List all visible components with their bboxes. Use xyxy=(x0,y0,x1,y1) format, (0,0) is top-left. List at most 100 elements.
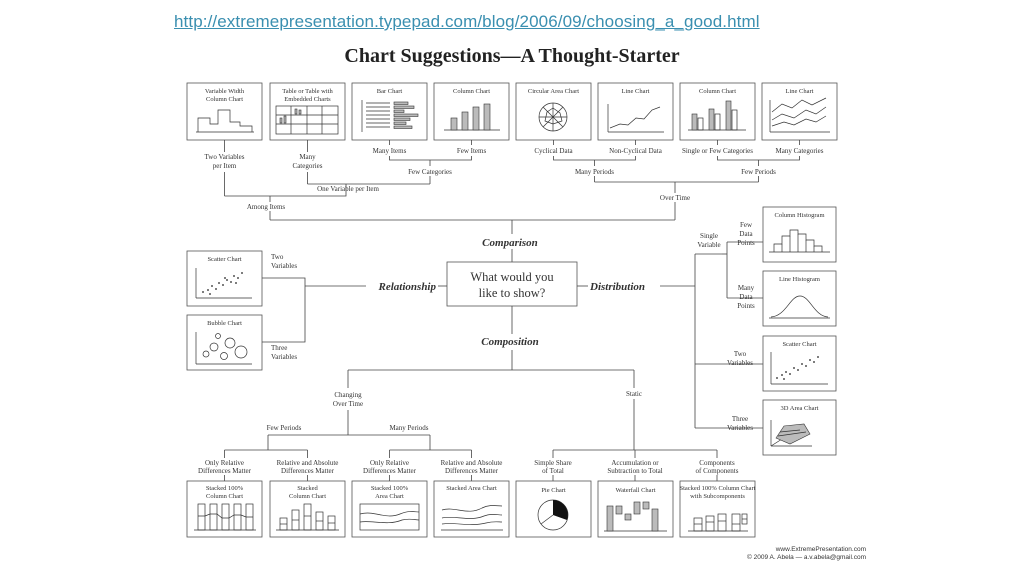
label-changing: Changing xyxy=(334,391,362,399)
composition-label: Relative and Absolute xyxy=(441,459,503,467)
composition-label: of Components xyxy=(696,467,739,475)
composition-label: Simple Share xyxy=(534,459,572,467)
label-variables: Variables xyxy=(271,353,297,361)
scatter-chart-caption: Scatter Chart xyxy=(207,256,241,263)
label-many-periods: Many Periods xyxy=(389,424,428,432)
center-question-line-2: like to show? xyxy=(479,286,546,300)
circular-area-chart-box xyxy=(515,82,592,141)
center-question-line-1: What would you xyxy=(470,270,554,284)
pie-chart-icon xyxy=(537,499,569,531)
label-over-time: Over Time xyxy=(333,400,363,408)
label-two: Two xyxy=(271,253,284,261)
variable-width-column-icon xyxy=(196,109,254,133)
composition-label: Components xyxy=(699,459,735,467)
composition-caption: Pie Chart xyxy=(541,487,566,494)
hub-composition: Composition xyxy=(481,336,538,348)
top-caption: Line Chart xyxy=(622,88,650,95)
composition-label: Relative and Absolute xyxy=(277,459,339,467)
label-many: Many xyxy=(299,153,316,161)
multi-line-chart-icon xyxy=(769,97,830,133)
bar-chart-icon xyxy=(361,100,419,132)
comparison-tree-lines xyxy=(224,140,800,234)
line-histogram-icon xyxy=(769,295,830,319)
footer-site: www.ExtremePresentation.com xyxy=(775,546,866,553)
composition-label: Differences Matter xyxy=(281,467,335,475)
column-histogram-box xyxy=(762,206,837,263)
composition-labels: Changing Over Time Static Few Periods Ma… xyxy=(198,390,739,475)
label-data: Data xyxy=(739,230,753,238)
table-embedded-charts-box xyxy=(269,82,346,141)
line-histogram-box xyxy=(762,270,837,327)
top-caption: Column Chart xyxy=(453,88,490,95)
label-points: Points xyxy=(737,239,755,247)
stacked-area-icon xyxy=(441,505,503,531)
bubble-chart-box xyxy=(186,314,263,371)
top-caption: Column Chart xyxy=(699,88,736,95)
label-non-cyclical-data: Non-Cyclical Data xyxy=(609,147,663,155)
bubble-chart-icon xyxy=(195,332,252,365)
label-data: Data xyxy=(739,293,753,301)
label-few-items: Few Items xyxy=(457,147,487,155)
label-few-periods: Few Periods xyxy=(741,168,776,176)
composition-caption: Stacked Area Chart xyxy=(446,485,497,492)
top-caption: Bar Chart xyxy=(377,88,403,95)
column-chart-box xyxy=(433,82,510,141)
label-two: Two xyxy=(734,350,747,358)
top-caption: Table or Table with xyxy=(282,88,333,95)
composition-label: Differences Matter xyxy=(198,467,252,475)
bar-chart-box xyxy=(351,82,428,141)
stacked-100-area-chart-box xyxy=(351,480,428,538)
column-chart-icon-2 xyxy=(688,100,746,131)
label-two-variables: Two Variables xyxy=(204,153,244,161)
label-three: Three xyxy=(732,415,748,423)
composition-caption: Stacked 100% xyxy=(371,485,409,492)
footer-copyright: © 2009 A. Abela — a.v.abela@gmail.com xyxy=(747,554,866,561)
composition-caption: Stacked 100% xyxy=(206,485,244,492)
label-cyclical-data: Cyclical Data xyxy=(534,147,573,155)
waterfall-chart-icon xyxy=(604,501,667,532)
label-many-categories: Many Categories xyxy=(775,147,823,155)
label-few: Few xyxy=(740,221,753,229)
relationship-branch: Scatter Chart Bubble Chart Two V xyxy=(186,250,366,371)
page-title: Chart Suggestions—A Thought-Starter xyxy=(344,45,680,67)
composition-label: Differences Matter xyxy=(363,467,417,475)
line-chart-box xyxy=(597,82,674,141)
top-caption: Variable Width xyxy=(205,88,245,95)
column-chart-icon xyxy=(444,103,500,131)
label-over-time: Over Time xyxy=(660,194,690,202)
label-single: Single xyxy=(700,232,718,240)
label-among-items: Among Items xyxy=(247,203,286,211)
top-caption: Embedded Charts xyxy=(284,96,331,103)
source-url-link[interactable]: http://extremepresentation.typepad.com/b… xyxy=(174,12,760,31)
label-three: Three xyxy=(271,344,287,352)
composition-label: Only Relative xyxy=(370,459,409,467)
circular-area-chart-icon xyxy=(538,102,568,132)
label-many: Many xyxy=(738,284,755,292)
label-variables: Variables xyxy=(271,262,297,270)
composition-label: Differences Matter xyxy=(445,467,499,475)
scatter-chart-icon xyxy=(195,268,252,299)
composition-label: of Total xyxy=(542,467,564,475)
label-few-categories: Few Categories xyxy=(408,168,452,176)
top-caption: Line Chart xyxy=(786,88,814,95)
hub-comparison: Comparison xyxy=(482,237,538,249)
composition-chart-boxes: Stacked 100% Column Chart Stacked Column… xyxy=(186,480,756,538)
3d-area-chart-icon xyxy=(770,420,812,447)
composition-label: Only Relative xyxy=(205,459,244,467)
hub-distribution: Distribution xyxy=(589,281,645,293)
footer: www.ExtremePresentation.com © 2009 A. Ab… xyxy=(747,546,866,562)
label-variables: Variables xyxy=(727,359,753,367)
composition-caption: Area Chart xyxy=(375,493,404,500)
variable-width-column-chart-box xyxy=(186,82,263,141)
bubble-chart-caption: Bubble Chart xyxy=(207,320,242,327)
composition-caption: Stacked xyxy=(297,485,318,492)
scatter-chart-box-2 xyxy=(762,335,837,392)
label-few-periods: Few Periods xyxy=(267,424,302,432)
label-many-items: Many Items xyxy=(373,147,407,155)
composition-caption: with Subcomponents xyxy=(690,493,745,500)
distribution-branch: Single Variable Few Data Points Many Dat… xyxy=(660,206,837,456)
stacked-column-icon xyxy=(276,503,339,531)
stacked-100-column-chart-box xyxy=(186,480,263,538)
top-caption: Column Chart xyxy=(206,96,243,103)
composition-caption: Stacked 100% Column Chart xyxy=(679,485,755,492)
